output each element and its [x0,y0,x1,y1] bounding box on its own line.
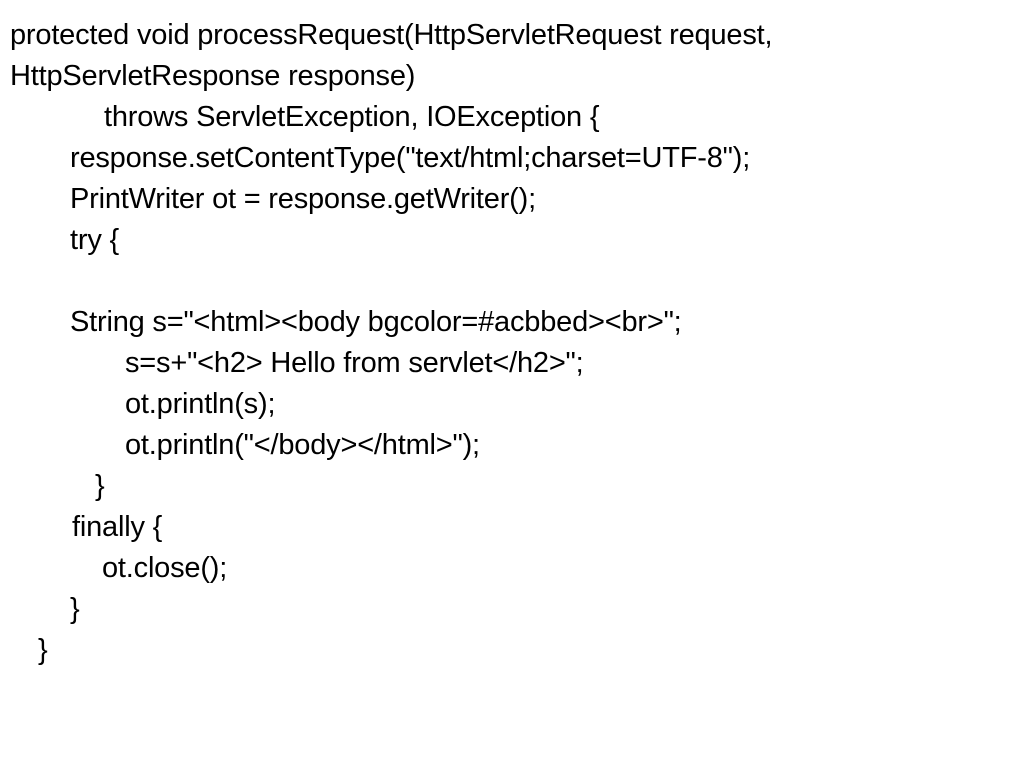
code-line: protected void processRequest(HttpServle… [10,19,773,51]
code-line: ot.println("</body></html>"); [125,429,480,461]
code-line [0,261,1024,302]
code-line: throws ServletException, IOException { [104,101,600,133]
code-line: } [95,470,105,502]
code-line: PrintWriter ot = response.getWriter(); [70,183,536,215]
code-line: try { [70,224,119,256]
code-line: ot.close(); [102,552,228,584]
code-line: finally { [72,511,163,543]
code-line: } [70,593,80,625]
code-line: HttpServletResponse response) [10,60,416,92]
code-line: ot.println(s); [125,388,276,420]
code-line: s=s+"<h2> Hello from servlet</h2>"; [125,347,584,379]
code-line: response.setContentType("text/html;chars… [70,142,751,174]
code-line: String s="<html><body bgcolor=#acbbed><b… [70,306,682,338]
code-block: protected void processRequest(HttpServle… [0,15,1024,671]
code-line: } [38,634,48,666]
